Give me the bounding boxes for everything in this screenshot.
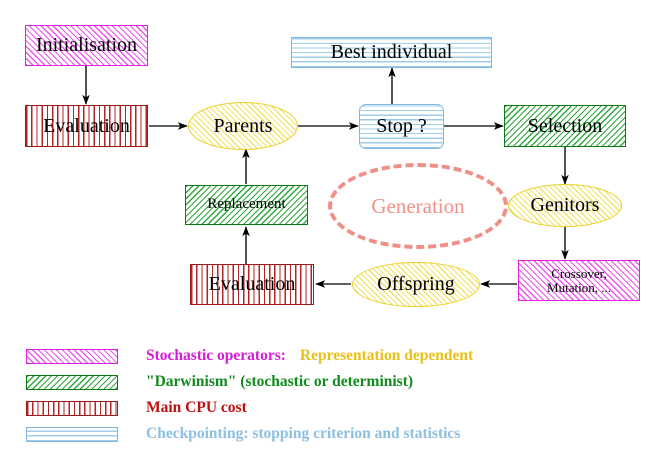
legend-swatch-blue-hatch [26,426,118,442]
node-genitors[interactable]: Genitors [508,184,622,227]
node-selection-label: Selection [527,114,603,137]
legend-swatch-green-hatch [26,374,118,390]
node-initialisation[interactable]: Initialisation [25,25,148,66]
legend-swatch-magenta-hatch [26,348,118,364]
legend-label-checkpointing: Checkpointing: stopping criterion and st… [146,425,461,442]
node-parents-label: Parents [213,114,273,137]
node-best-individual-label: Best individual [330,41,453,63]
node-selection[interactable]: Selection [504,105,626,147]
node-evaluation-bottom-label: Evaluation [208,273,296,295]
legend-row-cpu-cost: Main CPU cost [26,397,247,419]
legend-label-main-cpu-cost: Main CPU cost [146,399,247,416]
node-generation-label: Generation [371,193,465,218]
legend: Stochastic operators: Representation dep… [0,340,662,460]
legend-label-darwinism: "Darwinism" (stochastic or determinist) [146,373,414,390]
legend-swatch-red-hatch [26,400,118,416]
node-stop[interactable]: Stop ? [359,104,444,149]
legend-row-stochastic: Stochastic operators: Representation dep… [26,345,473,367]
node-crossover-mutation-label: Crossover, Mutation, ... [547,265,611,295]
legend-row-darwinism: "Darwinism" (stochastic or determinist) [26,371,413,393]
node-evaluation-top-label: Evaluation [43,114,130,137]
node-generation: Generation [328,163,508,249]
node-replacement-label: Replacement [207,196,286,213]
node-genitors-label: Genitors [530,194,600,216]
legend-label-stochastic-operators: Stochastic operators: [146,347,286,364]
node-offspring-label: Offspring [377,273,455,295]
node-parents[interactable]: Parents [188,102,298,150]
legend-label-representation-dependent: Representation dependent [299,347,474,364]
legend-row-checkpointing: Checkpointing: stopping criterion and st… [26,423,460,445]
node-crossover-mutation[interactable]: Crossover, Mutation, ... [518,260,640,301]
node-best-individual[interactable]: Best individual [291,37,492,68]
node-replacement[interactable]: Replacement [185,185,308,225]
node-evaluation-top[interactable]: Evaluation [25,105,148,147]
node-evaluation-bottom[interactable]: Evaluation [190,264,314,305]
node-initialisation-label: Initialisation [35,34,138,56]
node-offspring[interactable]: Offspring [352,262,480,307]
node-stop-label: Stop ? [376,115,427,137]
